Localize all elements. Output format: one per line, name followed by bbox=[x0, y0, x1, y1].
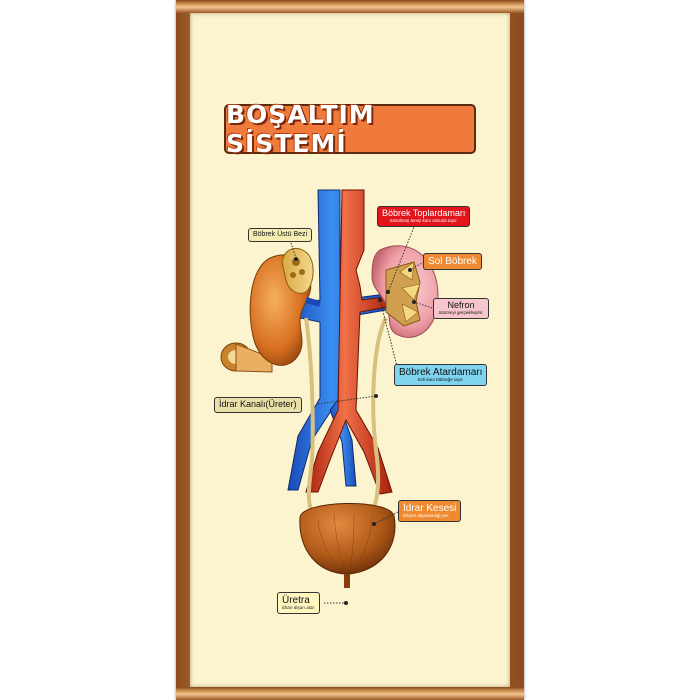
label-renal-vein-desc: Süzülmüş temiz kanı sözuda taşır. bbox=[389, 217, 458, 223]
label-adrenal-gland: Böbrek Üstü Bezi bbox=[248, 228, 313, 242]
label-renal-artery-desc: Kirli kanı böbreğe taşır. bbox=[417, 377, 464, 382]
label-urethra: Üretra İdrarı dışarı atar. bbox=[277, 592, 321, 614]
left-ureter bbox=[370, 317, 388, 513]
label-renal-vein-name: Böbrek Toplardamarı bbox=[382, 208, 466, 218]
label-left-kidney: Sol Böbrek bbox=[423, 253, 482, 270]
label-adrenal-gland-name: Böbrek Üstü Bezi bbox=[253, 231, 308, 238]
label-urethra-desc: İdrarı dışarı atar. bbox=[282, 605, 316, 610]
leader-lines bbox=[289, 221, 433, 604]
label-renal-artery-name: Böbrek Atardamarı bbox=[399, 367, 483, 378]
poster-title: BOŞALTIM SİSTEMİ bbox=[226, 100, 375, 158]
label-bladder-name: İdrar Kesesi bbox=[403, 503, 457, 514]
label-urethra-name: Üretra bbox=[282, 595, 310, 606]
right-ureter bbox=[304, 317, 315, 513]
frame-bottom-edge bbox=[176, 687, 524, 700]
label-ureter: İdrar Kanalı(Üreter) bbox=[214, 397, 302, 413]
leader-dots bbox=[294, 257, 416, 605]
label-renal-artery: Böbrek Atardamarı Kirli kanı böbreğe taş… bbox=[394, 364, 488, 386]
label-nephron-desc: Süzmeyi gerçekleştirir. bbox=[438, 309, 484, 315]
label-left-kidney-name: Sol Böbrek bbox=[428, 256, 477, 267]
label-ureter-name: İdrar Kanalı(Üreter) bbox=[219, 399, 297, 409]
label-nephron-name: Nefron bbox=[447, 300, 475, 310]
urinary-bladder bbox=[299, 503, 396, 588]
poster-title-banner: BOŞALTIM SİSTEMİ bbox=[224, 100, 476, 158]
label-bladder-desc: İdrarın depolandığı yer. bbox=[403, 513, 450, 518]
ureter-cross-section bbox=[220, 342, 273, 373]
label-bladder: İdrar Kesesi İdrarın depolandığı yer. bbox=[398, 500, 462, 522]
frame-top-edge bbox=[176, 0, 524, 13]
left-kidney bbox=[371, 245, 439, 338]
label-renal-vein: Böbrek Toplardamarı Süzülmüş temiz kanı … bbox=[377, 206, 471, 227]
label-nephron: Nefron Süzmeyi gerçekleştirir. bbox=[433, 298, 489, 319]
